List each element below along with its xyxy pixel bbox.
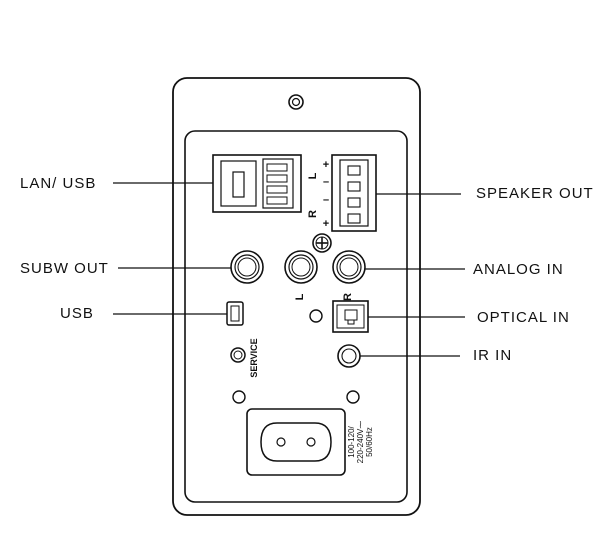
lan-usb-port[interactable] (212, 154, 302, 213)
service-button[interactable] (230, 347, 246, 363)
terminal-minus-1: – (323, 176, 329, 188)
callout-speaker-out: SPEAKER OUT (476, 185, 594, 202)
optical-in-port[interactable] (332, 300, 369, 333)
mount-hole-left (232, 390, 246, 404)
analog-in-right-jack[interactable] (332, 250, 366, 284)
power-rating-line1: 100-120/ (347, 425, 356, 457)
analog-in-left-jack[interactable] (284, 250, 318, 284)
terminal-plus-top: + (323, 159, 329, 171)
analog-label-r: R (342, 293, 354, 301)
callout-ir-in: IR IN (473, 347, 513, 364)
power-rating-line3: 50/60Hz (365, 427, 374, 457)
callout-subw-out: SUBW OUT (20, 260, 109, 277)
terminal-label-l: L (307, 172, 319, 179)
terminal-plus-bottom: + (323, 218, 329, 230)
analog-label-l: L (294, 293, 306, 300)
callout-analog-in: ANALOG IN (473, 261, 564, 278)
power-inlet[interactable] (246, 408, 346, 476)
ir-in-jack[interactable] (337, 344, 361, 368)
mount-hole-right (346, 390, 360, 404)
speaker-terminal[interactable] (331, 154, 377, 232)
terminal-label-r: R (307, 210, 319, 218)
callout-lan-usb: LAN/ USB (20, 175, 97, 192)
subw-out-jack[interactable] (230, 250, 264, 284)
service-label: SERVICE (249, 338, 259, 377)
ground-screw-icon (312, 233, 332, 253)
top-screw-icon (288, 94, 304, 110)
terminal-minus-2: – (323, 194, 329, 206)
callout-optical-in: OPTICAL IN (477, 309, 570, 326)
status-led (309, 309, 323, 323)
callout-usb: USB (60, 305, 94, 322)
mini-usb-port[interactable] (226, 301, 244, 326)
power-rating-line2: 220-240V⁓ (356, 421, 365, 464)
